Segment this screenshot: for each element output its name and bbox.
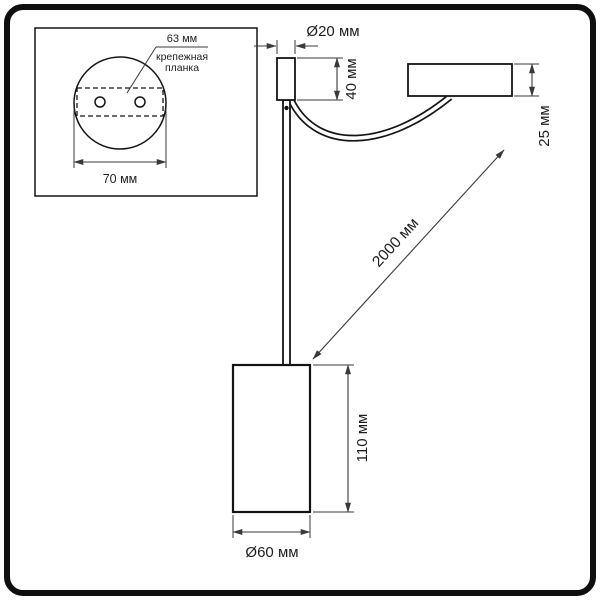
label-shade-diameter: Ø60 мм [245,544,298,561]
curved-arm-fill [290,95,452,140]
set-screw-dot [284,105,289,111]
label-mounting-plate-line2: планка [165,62,199,74]
plate-leader-line [126,46,157,94]
label-shade-height: 110 мм [354,414,371,463]
ceiling-canopy [407,63,513,97]
curved-arm-outline [288,94,453,142]
mounting-detail-inset: 63 мм крепежная планка 70 мм [34,27,258,197]
shade-cylinder [231,363,312,514]
label-plate-width: 70 мм [103,172,138,186]
screw-hole-left [94,96,106,108]
inset-detail-box [34,27,258,197]
mounting-base-circle [73,56,167,150]
label-top-tube-height: 40 мм [343,58,360,99]
page-border-frame [4,4,596,596]
fixture-drawing [231,57,513,514]
label-mounting-plate-line1: крепежная [156,51,208,63]
label-canopy-thickness: 25 мм [536,105,553,146]
label-cord-length: 2000 мм [369,215,422,271]
top-tube-section [276,57,296,101]
mounting-plate-dashed-outline [76,87,164,117]
vertical-rod [282,99,291,367]
label-hole-spacing: 63 мм [167,33,197,45]
label-tube-diameter: Ø20 мм [306,23,359,40]
screw-hole-right [134,96,146,108]
dim-line-cord-length [312,149,505,360]
